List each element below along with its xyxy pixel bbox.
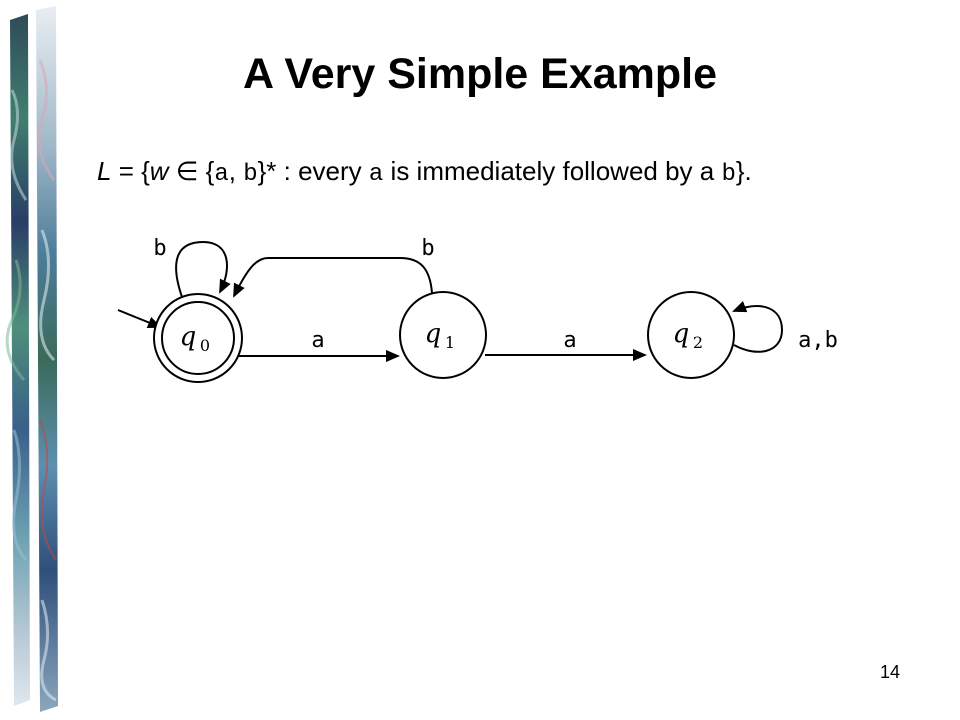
language-text: = { <box>111 156 150 186</box>
slide-title: A Very Simple Example <box>242 50 718 98</box>
state-q0: q 0 <box>153 293 243 383</box>
transition-q2-q2 <box>732 301 784 353</box>
language-text: }. <box>735 156 752 186</box>
decorative-border-strip <box>0 0 70 720</box>
state-q2: q 2 <box>647 291 735 379</box>
transition-q0-q1-label: a <box>311 328 324 353</box>
word-variable: w <box>149 156 169 186</box>
language-text: is immediately followed by a <box>383 156 722 186</box>
language-text: , <box>228 156 244 186</box>
initial-arrow <box>117 309 162 329</box>
language-symbol: L <box>97 156 112 186</box>
alphabet-symbol: b <box>721 161 736 188</box>
transition-q1-q0-label: b <box>421 236 434 261</box>
state-q2-label: q <box>673 319 690 349</box>
state-q1: q 1 <box>399 291 487 379</box>
transition-q2-q2-label: a,b <box>798 328 838 353</box>
page-number: 14 <box>880 662 901 682</box>
transition-q0-q0-label: b <box>153 236 166 261</box>
transition-q0-q0 <box>175 240 231 298</box>
state-q2-subscript: 2 <box>693 333 703 352</box>
state-q1-label: q <box>425 319 442 349</box>
transition-q1-q0 <box>233 257 433 298</box>
language-text: }* : every <box>257 156 369 186</box>
alphabet-symbol: b <box>243 161 258 188</box>
alphabet-symbol: a <box>214 161 229 188</box>
state-q0-label: q <box>180 322 197 352</box>
transition-q1-q2-label: a <box>563 328 576 353</box>
language-definition: L = {w ∈ {a, b}* : every a is immediatel… <box>97 156 752 188</box>
alphabet-symbol: a <box>368 161 384 188</box>
state-q1-subscript: 1 <box>445 333 455 352</box>
state-q0-subscript: 0 <box>200 336 210 355</box>
language-text: ∈ { <box>168 156 215 186</box>
